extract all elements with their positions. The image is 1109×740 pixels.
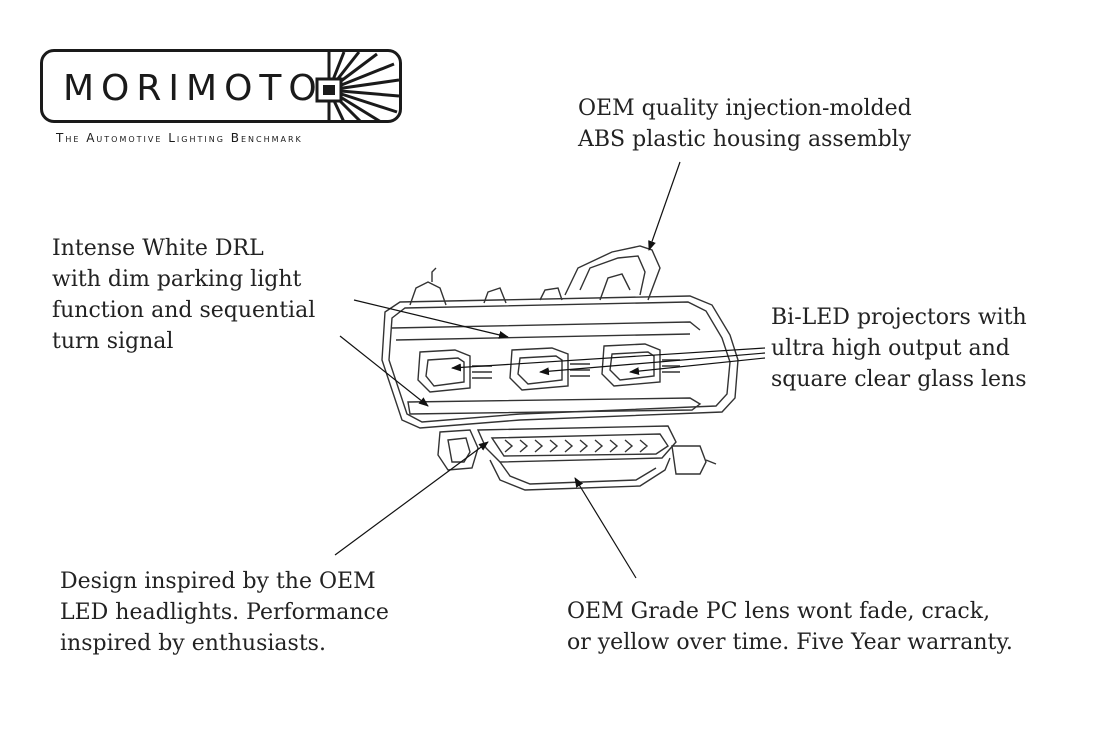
callout-line: or yellow over time. Five Year warranty. bbox=[567, 630, 1013, 655]
projector-leader-1 bbox=[451, 347, 766, 372]
brand-name: MORIMOTO bbox=[63, 68, 324, 109]
brand-logo: MORIMOTO bbox=[40, 49, 402, 123]
drl-leader-lower bbox=[339, 335, 429, 407]
housing-leader bbox=[648, 161, 681, 251]
callout-line: inspired by enthusiasts. bbox=[60, 631, 326, 656]
callout-line: ABS plastic housing assembly bbox=[578, 127, 912, 152]
callout-line: OEM quality injection-molded bbox=[578, 96, 912, 121]
drl-leader-upper bbox=[353, 299, 509, 339]
callout-line: Bi-LED projectors with bbox=[771, 305, 1027, 330]
sunburst-icon bbox=[315, 52, 399, 120]
brand-tagline: The Automotive Lighting Benchmark bbox=[56, 131, 303, 145]
callout-line: LED headlights. Performance bbox=[60, 600, 389, 625]
callout-line: square clear glass lens bbox=[771, 367, 1027, 392]
callout-lens: OEM Grade PC lens wont fade, crack, or y… bbox=[567, 596, 1013, 658]
callout-drl: Intense White DRL with dim parking light… bbox=[52, 233, 315, 357]
projector-leader-3 bbox=[629, 357, 766, 376]
projector-leader-2 bbox=[539, 352, 766, 376]
callout-housing: OEM quality injection-molded ABS plastic… bbox=[578, 93, 912, 155]
callout-line: function and sequential bbox=[52, 298, 316, 323]
callout-line: OEM Grade PC lens wont fade, crack, bbox=[567, 599, 991, 624]
callout-projectors: Bi-LED projectors with ultra high output… bbox=[771, 302, 1027, 395]
callout-design: Design inspired by the OEM LED headlight… bbox=[60, 566, 389, 659]
callout-line: turn signal bbox=[52, 329, 174, 354]
design-leader bbox=[334, 441, 489, 556]
callout-line: Design inspired by the OEM bbox=[60, 569, 376, 594]
callout-line: ultra high output and bbox=[771, 336, 1010, 361]
callout-line: with dim parking light bbox=[52, 267, 302, 292]
callout-line: Intense White DRL bbox=[52, 236, 264, 261]
lens-leader bbox=[574, 477, 637, 579]
